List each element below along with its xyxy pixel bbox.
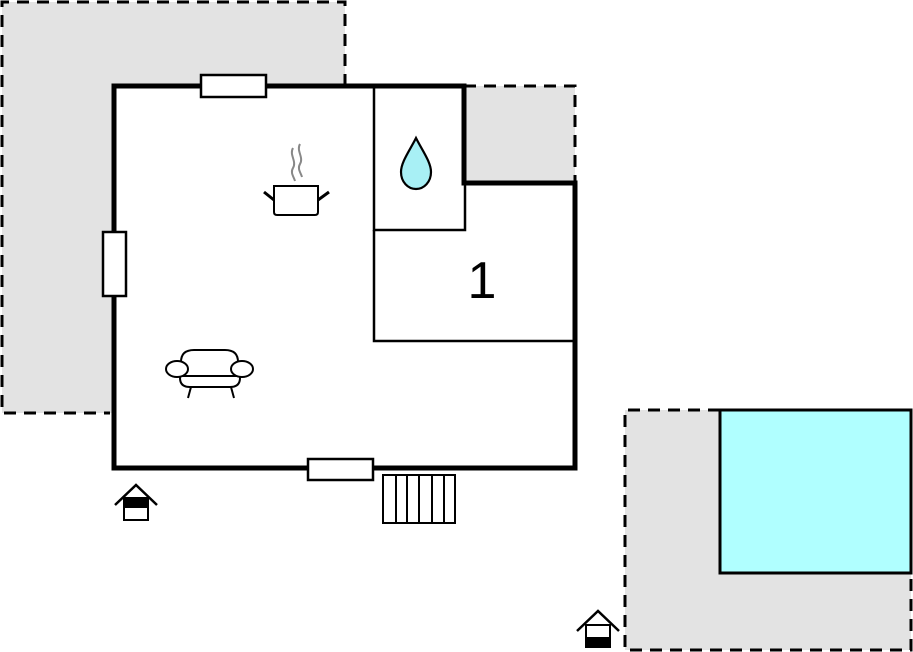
exterior-walls: [111, 83, 578, 471]
cooking-pot-icon: [263, 143, 330, 216]
swimming-pool: [718, 408, 913, 575]
room-label-bedroom-1: 1: [468, 252, 497, 310]
windows: [101, 73, 375, 482]
stairs-icon: [382, 474, 456, 524]
entrance-icon: [576, 609, 620, 648]
entrance-icon: [114, 483, 158, 521]
window-top: [199, 73, 268, 99]
terrace-left: [0, 0, 347, 415]
window-left: [101, 230, 128, 298]
water-drop-icon: [399, 135, 433, 191]
window-bottom: [306, 457, 375, 482]
sofa-icon: [165, 349, 254, 399]
terrace-top-right: [464, 84, 577, 183]
